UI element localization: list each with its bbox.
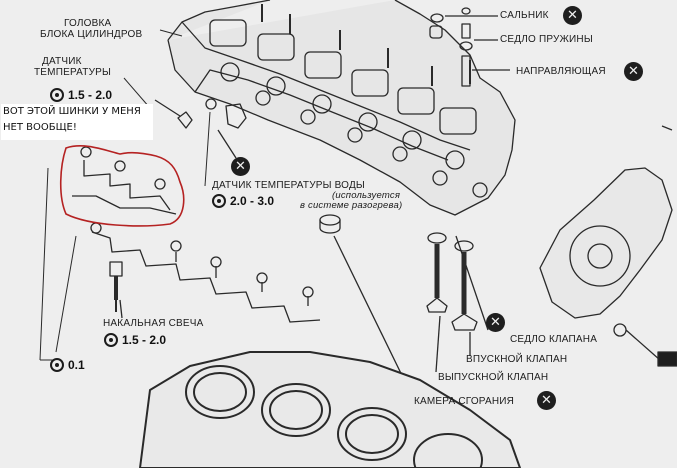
busbar-upper xyxy=(72,146,177,215)
circle-x-icon: ✕ xyxy=(231,157,250,176)
leader-lines xyxy=(39,29,211,361)
label-intake-valve: ВПУСКНОЙ КЛАПАН xyxy=(466,354,568,365)
torque-value: 0.1 xyxy=(68,358,85,372)
torque-temp-sensor: 1.5 - 2.0 xyxy=(50,88,112,102)
label-guide: НАПРАВЛЯЮЩАЯ xyxy=(516,66,606,77)
label-temp-sensor-line2: ТЕМПЕРАТУРЫ xyxy=(34,67,112,78)
torque-glow-plug: 1.5 - 2.0 xyxy=(104,333,166,347)
cylinder-head xyxy=(167,0,516,216)
circle-x-icon: ✕ xyxy=(486,313,505,332)
circle-x-icon: ✕ xyxy=(537,391,556,410)
label-head-line1: ГОЛОВКА xyxy=(64,18,112,29)
torque-value: 1.5 - 2.0 xyxy=(122,333,167,347)
glow-plug-part xyxy=(109,261,123,319)
annotation-line2: НЕТ ВООБЩЕ! xyxy=(3,122,77,133)
ports xyxy=(220,62,488,198)
user-annotation: ВОТ ЭТОЙ ШИНКИ У МЕНЯ НЕТ ВООБЩЕ! xyxy=(1,104,153,140)
label-temp-sensor-line1: ДАТЧИК xyxy=(42,56,82,67)
label-glow-plug: НАКАЛЬНАЯ СВЕЧА xyxy=(103,318,204,329)
torque-value: 1.5 - 2.0 xyxy=(68,88,113,102)
label-exhaust-valve: ВЫПУСКНОЙ КЛАПАН xyxy=(438,372,549,383)
circle-x-icon: ✕ xyxy=(624,62,643,81)
torque-water-temp-sensor: 2.0 - 3.0 xyxy=(212,194,274,208)
label-head-line2: БЛОКА ЦИЛИНДРОВ xyxy=(40,29,143,40)
wrench-icon xyxy=(50,358,64,372)
label-water-temp-note1: (используется xyxy=(332,190,401,201)
label-spring-seat: СЕДЛО ПРУЖИНЫ xyxy=(500,34,593,45)
circle-x-icon: ✕ xyxy=(563,6,582,25)
label-valve-seat: СЕДЛО КЛАПАНА xyxy=(510,334,598,345)
label-oil-seal: САЛЬНИК xyxy=(500,10,549,21)
combustion-chamber-part xyxy=(319,214,413,397)
head-gasket xyxy=(139,351,521,468)
torque-value: 2.0 - 3.0 xyxy=(230,194,275,208)
wrench-icon xyxy=(104,333,118,347)
timing-cover xyxy=(539,167,673,319)
temp-sensor-part xyxy=(154,98,247,159)
torque-busbar-nut: 0.1 xyxy=(50,358,85,372)
wrench-icon xyxy=(212,194,226,208)
valve-top-parts xyxy=(429,7,510,87)
label-combustion-chamber: КАМЕРА СГОРАНИЯ xyxy=(414,396,515,407)
wrench-icon xyxy=(50,88,64,102)
label-water-temp-note2: в системе разогрева) xyxy=(300,200,403,211)
busbar-lower xyxy=(90,222,321,323)
annotation-circle xyxy=(59,145,185,227)
annotation-line1: ВОТ ЭТОЙ ШИНКИ У МЕНЯ xyxy=(3,106,141,117)
valves xyxy=(426,232,489,373)
cam-bosses xyxy=(209,19,477,135)
label-water-temp-sensor: ДАТЧИК ТЕМПЕРАТУРЫ ВОДЫ xyxy=(212,180,365,191)
